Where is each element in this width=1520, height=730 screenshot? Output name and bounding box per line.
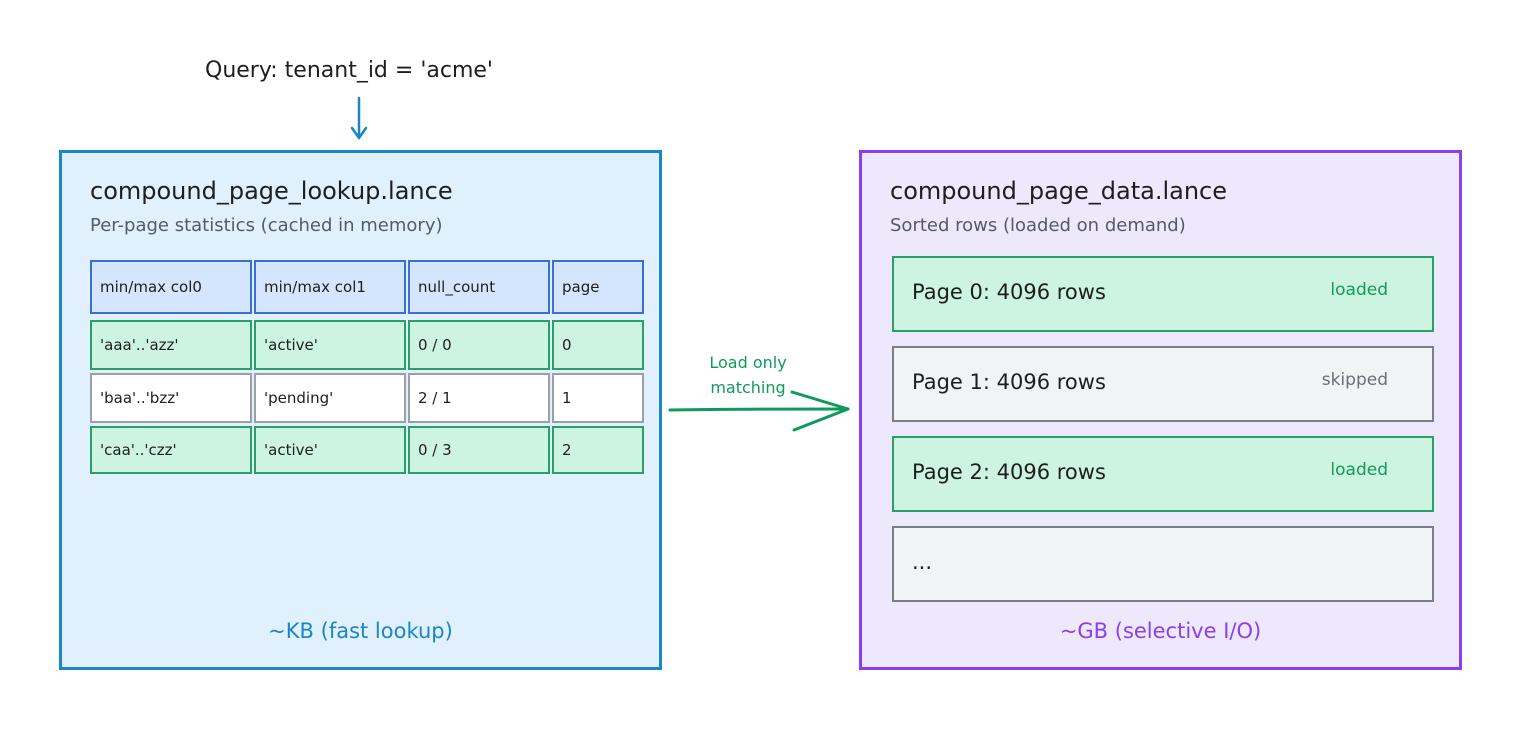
- column-header: page: [552, 260, 644, 314]
- page-label: ...: [912, 550, 933, 574]
- table-cell: 1: [552, 373, 644, 423]
- page-label: Page 0: 4096 rows: [912, 280, 1106, 304]
- connector-arrow: [668, 390, 850, 432]
- table-cell: 'caa'..'czz': [90, 426, 252, 474]
- page-label: Page 2: 4096 rows: [912, 460, 1106, 484]
- page-box: ...: [892, 526, 1434, 602]
- table-cell: 0 / 3: [408, 426, 550, 474]
- query-arrow: [350, 96, 368, 140]
- column-header: min/max col1: [254, 260, 406, 314]
- table-cell: 0: [552, 320, 644, 370]
- lookup-panel-footer: ~KB (fast lookup): [268, 619, 453, 643]
- column-header: null_count: [408, 260, 550, 314]
- page-status-badge: loaded: [1330, 280, 1388, 300]
- page-box: Page 1: 4096 rows skipped: [892, 346, 1434, 422]
- data-panel-title: compound_page_data.lance: [890, 177, 1228, 205]
- table-cell: 'aaa'..'azz': [90, 320, 252, 370]
- connector-label: Load only matching: [686, 350, 810, 400]
- table-cell: 'baa'..'bzz': [90, 373, 252, 423]
- table-cell: 'pending': [254, 373, 406, 423]
- lookup-panel-subtitle: Per-page statistics (cached in memory): [90, 215, 443, 236]
- column-header: min/max col0: [90, 260, 252, 314]
- table-cell: 2 / 1: [408, 373, 550, 423]
- connector-label-line: Load only: [709, 353, 787, 372]
- lookup-panel: compound_page_lookup.lance Per-page stat…: [59, 150, 662, 670]
- table-cell: 0 / 0: [408, 320, 550, 370]
- connector-label-line: matching: [710, 378, 786, 397]
- lookup-panel-title: compound_page_lookup.lance: [90, 177, 453, 205]
- table-cell: 'active': [254, 320, 406, 370]
- data-panel-subtitle: Sorted rows (loaded on demand): [890, 215, 1186, 236]
- page-box: Page 2: 4096 rows loaded: [892, 436, 1434, 512]
- page-label: Page 1: 4096 rows: [912, 370, 1106, 394]
- query-label: Query: tenant_id = 'acme': [205, 58, 493, 83]
- page-box: Page 0: 4096 rows loaded: [892, 256, 1434, 332]
- table-cell: 2: [552, 426, 644, 474]
- data-panel: compound_page_data.lance Sorted rows (lo…: [859, 150, 1462, 670]
- page-status-badge: skipped: [1321, 370, 1388, 390]
- data-panel-footer: ~GB (selective I/O): [1059, 619, 1262, 643]
- page-status-badge: loaded: [1330, 460, 1388, 480]
- table-cell: 'active': [254, 426, 406, 474]
